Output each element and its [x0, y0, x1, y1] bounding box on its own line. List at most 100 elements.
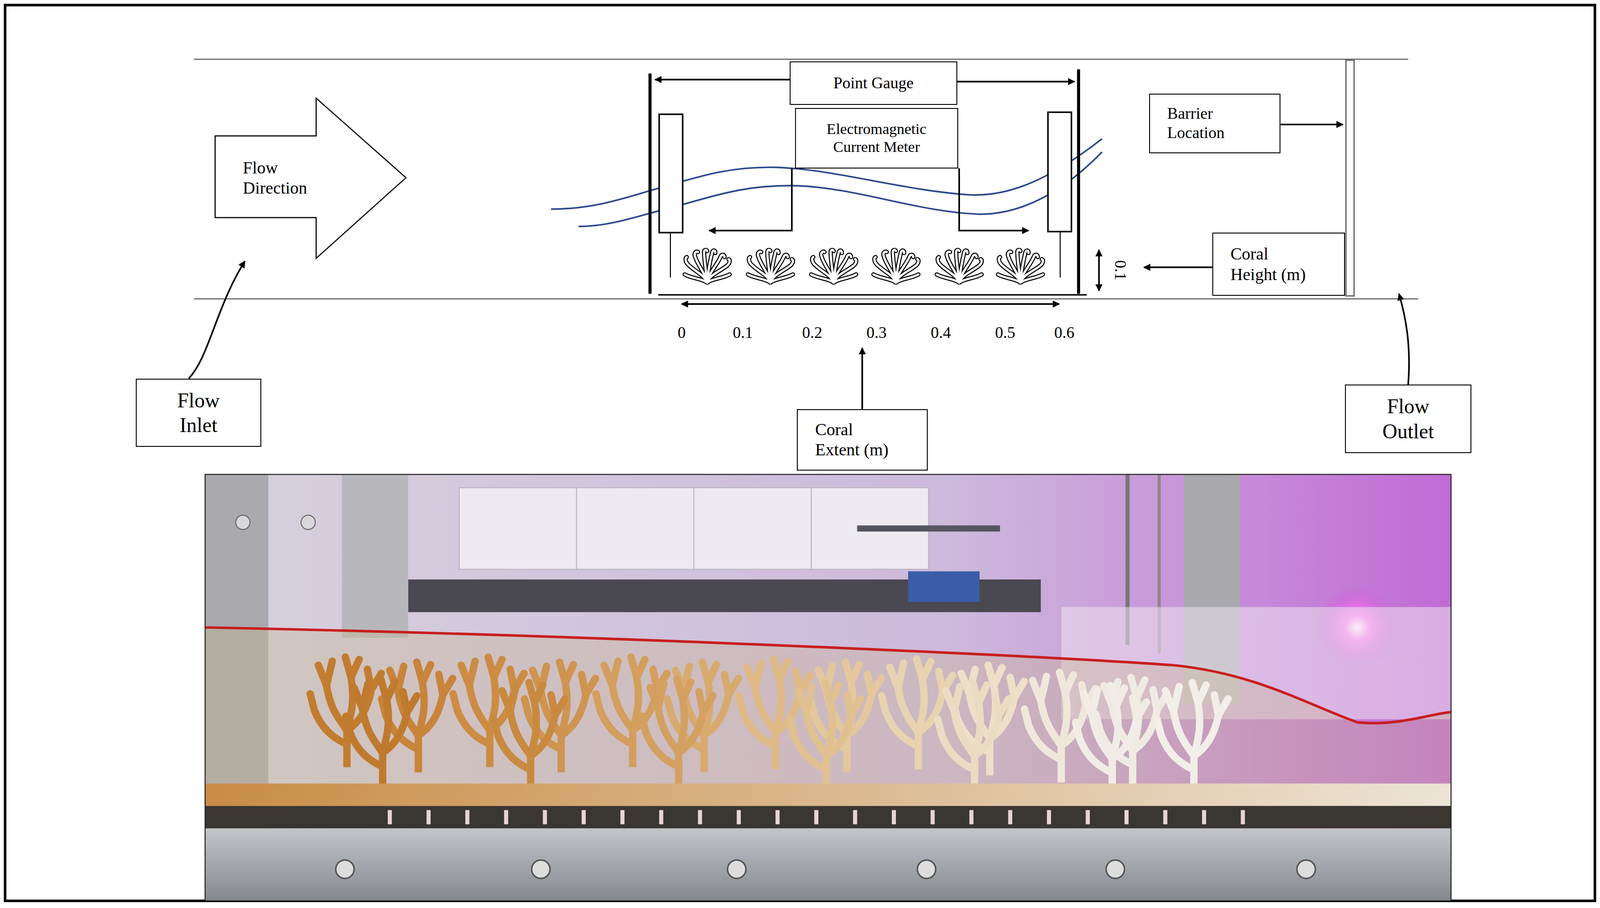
- axis-tick-label: 0.5: [994, 323, 1016, 342]
- flume-photo: [908, 571, 980, 602]
- dimension-arrow: [1280, 123, 1343, 126]
- flume-photo: [953, 665, 1025, 776]
- gauge-probe: [1059, 231, 1061, 278]
- flume-photo: [789, 682, 861, 793]
- flume-photo: [387, 809, 1266, 825]
- flume-photo: [810, 487, 812, 570]
- flume-photo: [1075, 685, 1147, 796]
- flume-photo: [205, 627, 1452, 806]
- axis-tick-label: 0.1: [1111, 260, 1130, 281]
- axis-tick-label: 0.1: [732, 323, 753, 342]
- flume-photo: [641, 679, 713, 790]
- dimension-label: 0.1: [1111, 260, 1129, 281]
- box-label: Coral Extent (m): [815, 419, 896, 461]
- flume-photo: [857, 525, 1001, 532]
- axis-tick-label: 0.4: [930, 323, 952, 342]
- box-label: Coral Height (m): [1230, 243, 1313, 285]
- dimension-arrow: [681, 303, 1060, 306]
- label-box: Flow Inlet: [135, 378, 262, 448]
- box-label: Point Gauge: [833, 73, 914, 93]
- coral-symbol: [873, 250, 919, 283]
- flume-photo: [531, 860, 550, 879]
- label-box: Coral Height (m): [1212, 232, 1345, 296]
- barrier: [1345, 60, 1354, 296]
- axis-tick-label: 0.4: [930, 324, 952, 342]
- flume-photo: [727, 860, 746, 879]
- label-box: Barrier Location: [1149, 93, 1281, 153]
- arrow-outline: [215, 98, 407, 259]
- axis-tick-label: 0: [677, 323, 686, 342]
- coral-symbol: [684, 250, 730, 283]
- flume-photo: [205, 828, 1452, 901]
- box-label: Flow Outlet: [1375, 393, 1441, 444]
- flume-channel: [194, 298, 1419, 300]
- axis-tick-label: 0.1: [732, 324, 753, 342]
- gauge-probe: [1047, 112, 1072, 232]
- axis-tick-label: 0.5: [994, 324, 1016, 342]
- axis-tick-label: 0.6: [1054, 323, 1075, 342]
- bed-line: [658, 294, 1087, 296]
- label-box: Coral Extent (m): [796, 409, 928, 471]
- flume-photo: [1297, 860, 1316, 879]
- figure-frame: [4, 4, 1595, 901]
- box-label: Barrier Location: [1167, 103, 1232, 143]
- flume-photo: [937, 682, 1009, 793]
- flume-photo: [917, 860, 936, 879]
- coral-symbol: [998, 250, 1043, 283]
- dimension-arrow: [709, 168, 792, 231]
- flume-photo: [205, 474, 1452, 902]
- label-box: Flow Outlet: [1344, 384, 1472, 454]
- box-label: Electromagnetic Current Meter: [823, 120, 930, 157]
- flow-arrow: Flow Direction: [215, 98, 407, 259]
- axis-tick-label: 0.2: [802, 324, 823, 342]
- axis-tick-label: 0: [677, 324, 686, 342]
- flume-photo: [335, 860, 355, 879]
- box-label: Flow Inlet: [167, 388, 230, 438]
- axis-tick-label: 0.2: [802, 323, 823, 342]
- flume-photo: [381, 661, 453, 773]
- flume-channel: [194, 59, 1419, 299]
- axis-tick-label: 0.3: [866, 324, 887, 342]
- flume-photo: [575, 487, 577, 570]
- label-box: Electromagnetic Current Meter: [795, 108, 959, 169]
- coral-symbol: [684, 250, 1043, 283]
- flume-photo: [810, 661, 882, 773]
- dimension-arrow: [188, 261, 245, 379]
- flume-photo: [1157, 682, 1229, 793]
- dimension-arrow: [1143, 266, 1213, 269]
- dimension-arrow: [957, 80, 1075, 83]
- flume-photo: [235, 515, 251, 530]
- flume-photo: [310, 657, 1229, 796]
- flume-channel: [194, 58, 1409, 60]
- flume-photo: [1024, 672, 1096, 783]
- flume-photo: [205, 805, 1452, 829]
- coral-symbol: [748, 250, 793, 283]
- dimension-arrow: [1098, 250, 1100, 291]
- dimension-arrow: [1398, 294, 1410, 385]
- coral-symbol: [811, 250, 857, 283]
- flume-photo: [301, 515, 316, 530]
- flume-photo: [693, 487, 695, 570]
- test-section-wall: [648, 73, 652, 295]
- flume-photo: [205, 474, 1452, 902]
- box-label: Flow Direction: [242, 157, 315, 199]
- dimension-arrow: [861, 347, 864, 410]
- flume-photo: [493, 682, 565, 793]
- flume-photo: [345, 679, 417, 790]
- flume-photo: [205, 627, 1452, 724]
- axis-tick-label: 0.6: [1054, 324, 1075, 342]
- dimension-arrow: [959, 168, 1029, 231]
- arrow-outline: [215, 98, 407, 259]
- label-box: Point Gauge: [789, 61, 957, 106]
- dimension-arrow: [188, 79, 1410, 410]
- test-section-wall: [1076, 69, 1081, 295]
- flume-photo: [341, 474, 409, 638]
- flume-photo: [881, 659, 953, 770]
- gauge-probe: [659, 114, 683, 233]
- flume-photo: [1106, 860, 1125, 879]
- coral-symbol: [936, 250, 982, 283]
- flume-photo: [310, 657, 381, 768]
- flume-photo: [205, 474, 1452, 902]
- axis-tick-label: 0.3: [866, 323, 887, 342]
